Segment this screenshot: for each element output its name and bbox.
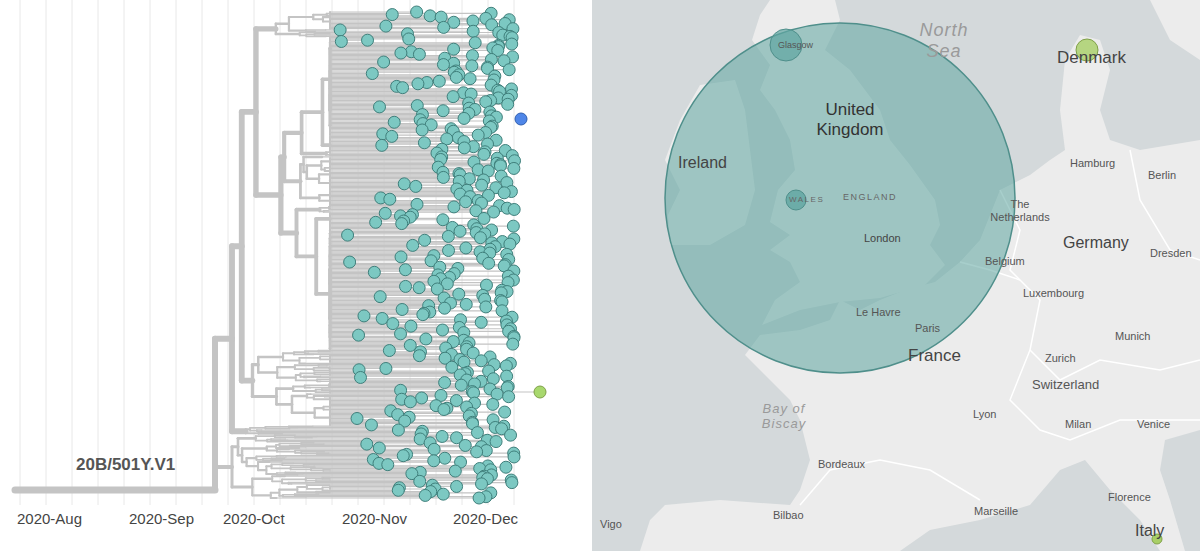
axis-tick: 2020-Sep <box>129 510 194 527</box>
city-name: Le Havre <box>856 306 901 319</box>
city-name: Lyon <box>973 408 996 421</box>
city-name: Bilbao <box>773 509 804 522</box>
country-name: Denmark <box>1057 48 1126 68</box>
map <box>592 0 1200 551</box>
city-name: Paris <box>915 322 940 335</box>
city-name: Florence <box>1108 491 1151 504</box>
country-name: Ireland <box>678 154 727 172</box>
city-name: Munich <box>1115 330 1150 343</box>
city-name: Berlin <box>1148 169 1176 182</box>
country-name: United Kingdom <box>790 100 910 139</box>
city-name: Venice <box>1137 418 1170 431</box>
axis-tick: 2020-Dec <box>453 510 518 527</box>
city-name: London <box>864 232 901 245</box>
country-name: Germany <box>1063 234 1129 252</box>
country-name: France <box>908 346 961 366</box>
city-name: Zurich <box>1045 352 1076 365</box>
region-name: ENGLAND <box>843 192 897 202</box>
sea-name: Bay of Biscay <box>754 402 814 432</box>
phylogenetic-tree <box>15 0 592 551</box>
city-name: Dresden <box>1150 247 1192 260</box>
country-name: Luxembourg <box>1023 287 1084 300</box>
region-name: WALES <box>789 195 824 204</box>
city-name: Hamburg <box>1070 157 1115 170</box>
country-name: Italy <box>1135 522 1164 540</box>
axis-tick: 2020-Oct <box>223 510 285 527</box>
country-name: Belgium <box>985 255 1025 268</box>
country-name: Switzerland <box>1032 378 1099 393</box>
city-name: Vigo <box>600 518 622 531</box>
axis-tick: 2020-Aug <box>17 510 82 527</box>
axis-tick: 2020-Nov <box>342 510 407 527</box>
clade-label: 20B/501Y.V1 <box>76 455 175 475</box>
city-name: Marseille <box>974 505 1018 518</box>
city-name: Milan <box>1065 418 1091 431</box>
time-grid <box>20 0 514 505</box>
country-name: The Netherlands <box>985 198 1055 223</box>
sea-name: North Sea <box>915 20 973 61</box>
city-name: Glasgow <box>778 40 813 50</box>
city-name: Bordeaux <box>818 458 865 471</box>
